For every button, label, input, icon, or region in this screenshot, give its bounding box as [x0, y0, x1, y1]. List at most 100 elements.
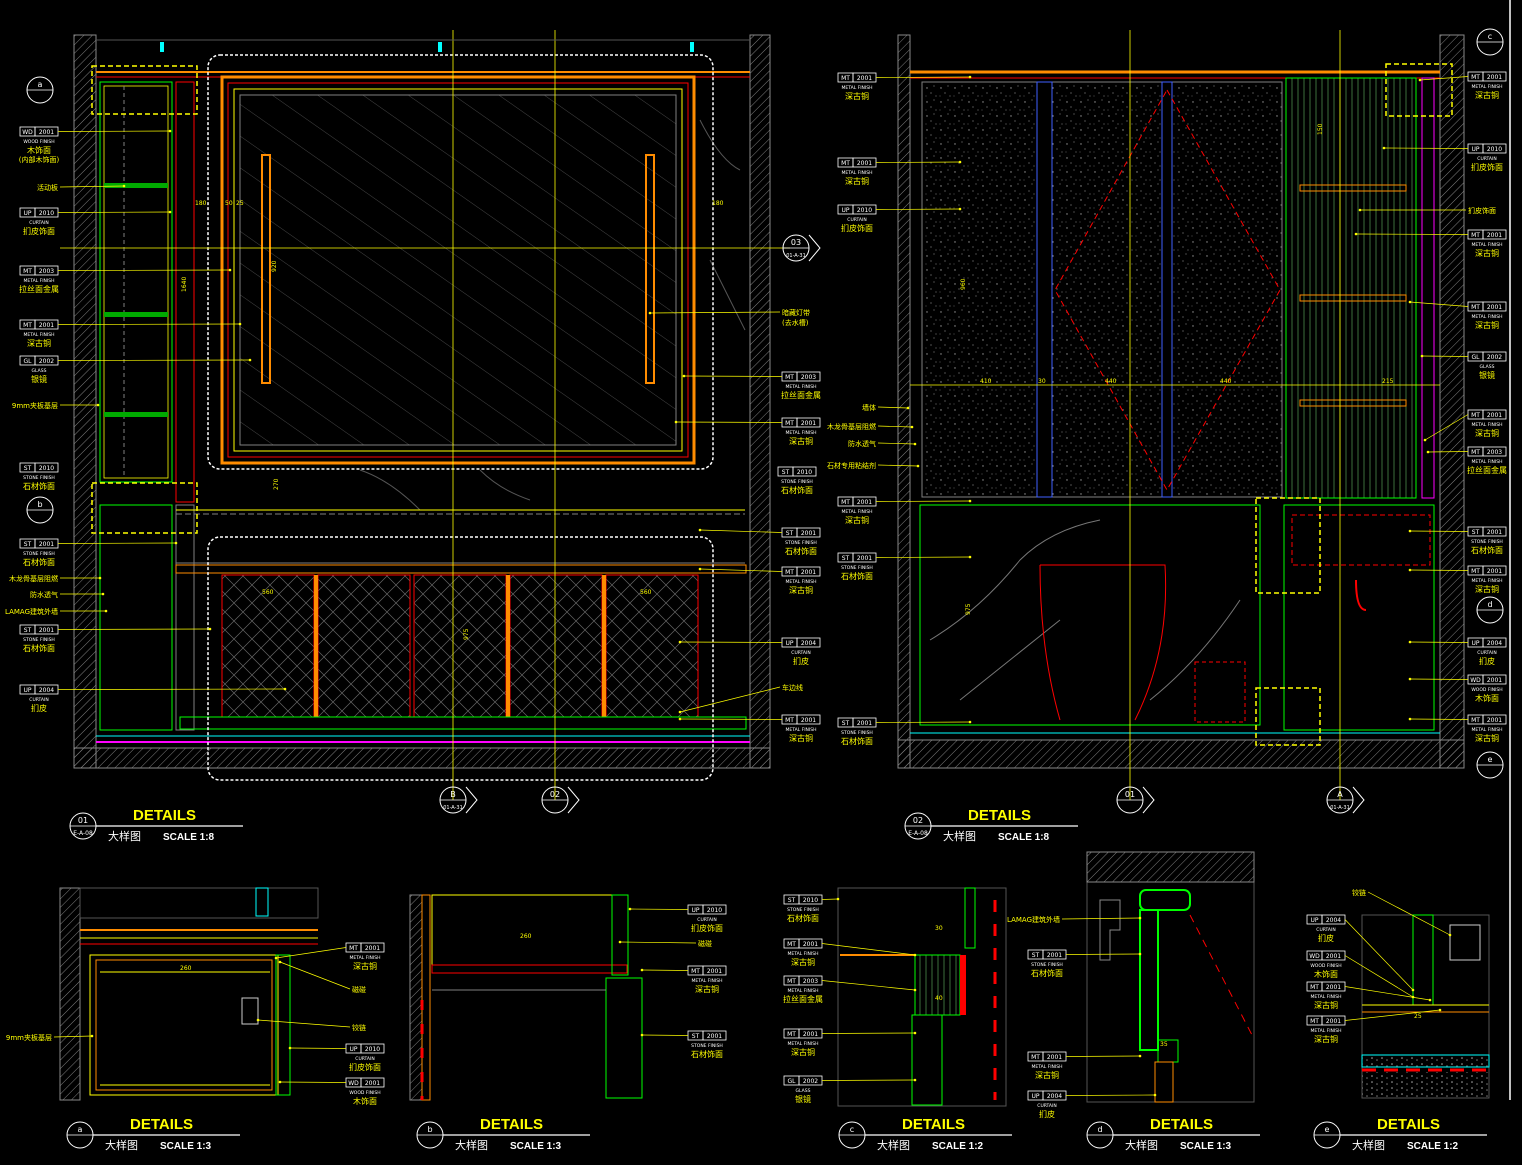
title-text: DETAILS	[968, 807, 1031, 824]
material-tag: 磁碰	[278, 960, 366, 994]
tag-code: MT	[1031, 1054, 1040, 1061]
tag-zh-label: 磁碰	[698, 939, 712, 948]
tag-number: 2001	[39, 627, 54, 634]
tag-en-label: CURTAIN	[29, 220, 48, 226]
tag-number: 2001	[1487, 529, 1502, 536]
marker-label: 02	[550, 790, 560, 799]
tag-code: UP	[841, 207, 849, 214]
title-sub: 大样图	[1125, 1138, 1158, 1152]
tag-zh-label: 银镜	[795, 1094, 811, 1104]
tag-number: 2001	[707, 968, 722, 975]
dim-920: 920	[271, 260, 278, 272]
tag-en-label: WOOD FINISH	[23, 139, 54, 145]
tag-zh-label: 木饰面	[353, 1096, 377, 1106]
tag-en-label: CURTAIN	[1477, 156, 1496, 162]
tag-number: 2001	[365, 1080, 380, 1087]
tag-number: 2002	[803, 1078, 818, 1085]
section-marker: c	[1476, 28, 1504, 56]
material-tag: LAMAG建筑外墙	[1007, 915, 1142, 924]
dim-1640: 1640	[181, 277, 188, 292]
dim-440b: 440	[1220, 378, 1232, 385]
tag-number: 2001	[1326, 1018, 1341, 1025]
detail-e: 25	[1361, 914, 1490, 1099]
tag-code: MT	[841, 160, 850, 167]
title-scale: SCALE 1:3	[510, 1141, 562, 1152]
marker-label: A	[1337, 790, 1343, 799]
marker-label: 01	[1125, 790, 1135, 799]
title-number: 02	[913, 816, 923, 825]
title-ref: E-A-08	[73, 830, 93, 837]
tag-code: MT	[23, 322, 32, 329]
tag-zh-label: 深古铜	[789, 585, 813, 595]
title-sub: 大样图	[455, 1138, 488, 1152]
tag-number: 2010	[39, 465, 54, 472]
tag-en-label: WOOD FINISH	[349, 1090, 380, 1096]
tag-zh-label: 扪皮	[1039, 1109, 1055, 1119]
material-tag: 9mm夹板基层	[12, 401, 100, 410]
tag-zh-label: 木饰面	[1314, 969, 1338, 979]
tag-code: MT	[1471, 232, 1480, 239]
tag-code: UP	[1031, 1093, 1039, 1100]
tag-zh-label: 扪皮饰面	[691, 923, 723, 933]
marker-label: 03	[791, 238, 801, 247]
marker-ref: 01-A-31	[443, 805, 463, 811]
title-scale: SCALE 1:3	[160, 1141, 212, 1152]
tag-code: UP	[1471, 146, 1479, 153]
title-number: d	[1097, 1125, 1102, 1134]
dim-975b: 975	[965, 603, 972, 615]
marker-label: e	[1488, 755, 1493, 764]
title-text: DETAILS	[1150, 1116, 1213, 1133]
tag-code: MT	[787, 978, 796, 985]
tag-en-label: METAL FINISH	[788, 951, 819, 957]
tag-code: MT	[1471, 74, 1480, 81]
tag-en-label: STONE FINISH	[23, 475, 55, 481]
tag-zh-label: 深古铜	[695, 984, 719, 994]
tag-code: UP	[349, 1046, 357, 1053]
tag-code: MT	[785, 420, 794, 427]
tag-zh-label: 扪皮	[31, 703, 47, 713]
tag-zh-label: 车边线	[782, 683, 803, 692]
tag-number: 2001	[39, 129, 54, 136]
tag-number: 2001	[39, 322, 54, 329]
section-marker: d	[1476, 596, 1504, 624]
tag-zh-label: 石材饰面	[781, 485, 813, 495]
tag-zh-label: 石材饰面	[785, 546, 817, 556]
tag-code: MT	[349, 945, 358, 952]
tag-zh-label: 石材饰面	[23, 643, 55, 653]
section-marker: b	[26, 496, 54, 524]
dim-410: 410	[980, 378, 992, 385]
tag-code: MT	[785, 569, 794, 576]
tag-zh-label: 拉丝面金属	[783, 994, 823, 1004]
tag-en-label: STONE FINISH	[841, 565, 873, 571]
tag-number: 2001	[1487, 412, 1502, 419]
tag-code: MT	[691, 968, 700, 975]
tag-en-label: METAL FINISH	[842, 170, 873, 176]
tag-code: MT	[787, 941, 796, 948]
tag-en-label: WOOD FINISH	[1471, 687, 1502, 693]
tag-en-label: WOOD FINISH	[1310, 963, 1341, 969]
material-tag: 暗藏灯带(去水槽)	[648, 308, 810, 327]
tag-zh-label: 墙体	[862, 403, 876, 412]
title-sub: 大样图	[943, 829, 976, 843]
tag-code: MT	[787, 1031, 796, 1038]
tag-code: GL	[1472, 354, 1481, 361]
tag-zh-label: 磁碰	[352, 985, 366, 994]
tag-zh-label: 深古铜	[1475, 248, 1499, 258]
title-sub: 大样图	[105, 1138, 138, 1152]
material-tag: 木龙骨基层阻燃	[827, 422, 914, 431]
tag-zh-label: 扪皮饰面	[23, 226, 55, 236]
material-tag: 铰链	[1352, 888, 1452, 937]
tag-code: WD	[22, 129, 33, 136]
section-marker: B01-A-31	[439, 786, 478, 814]
